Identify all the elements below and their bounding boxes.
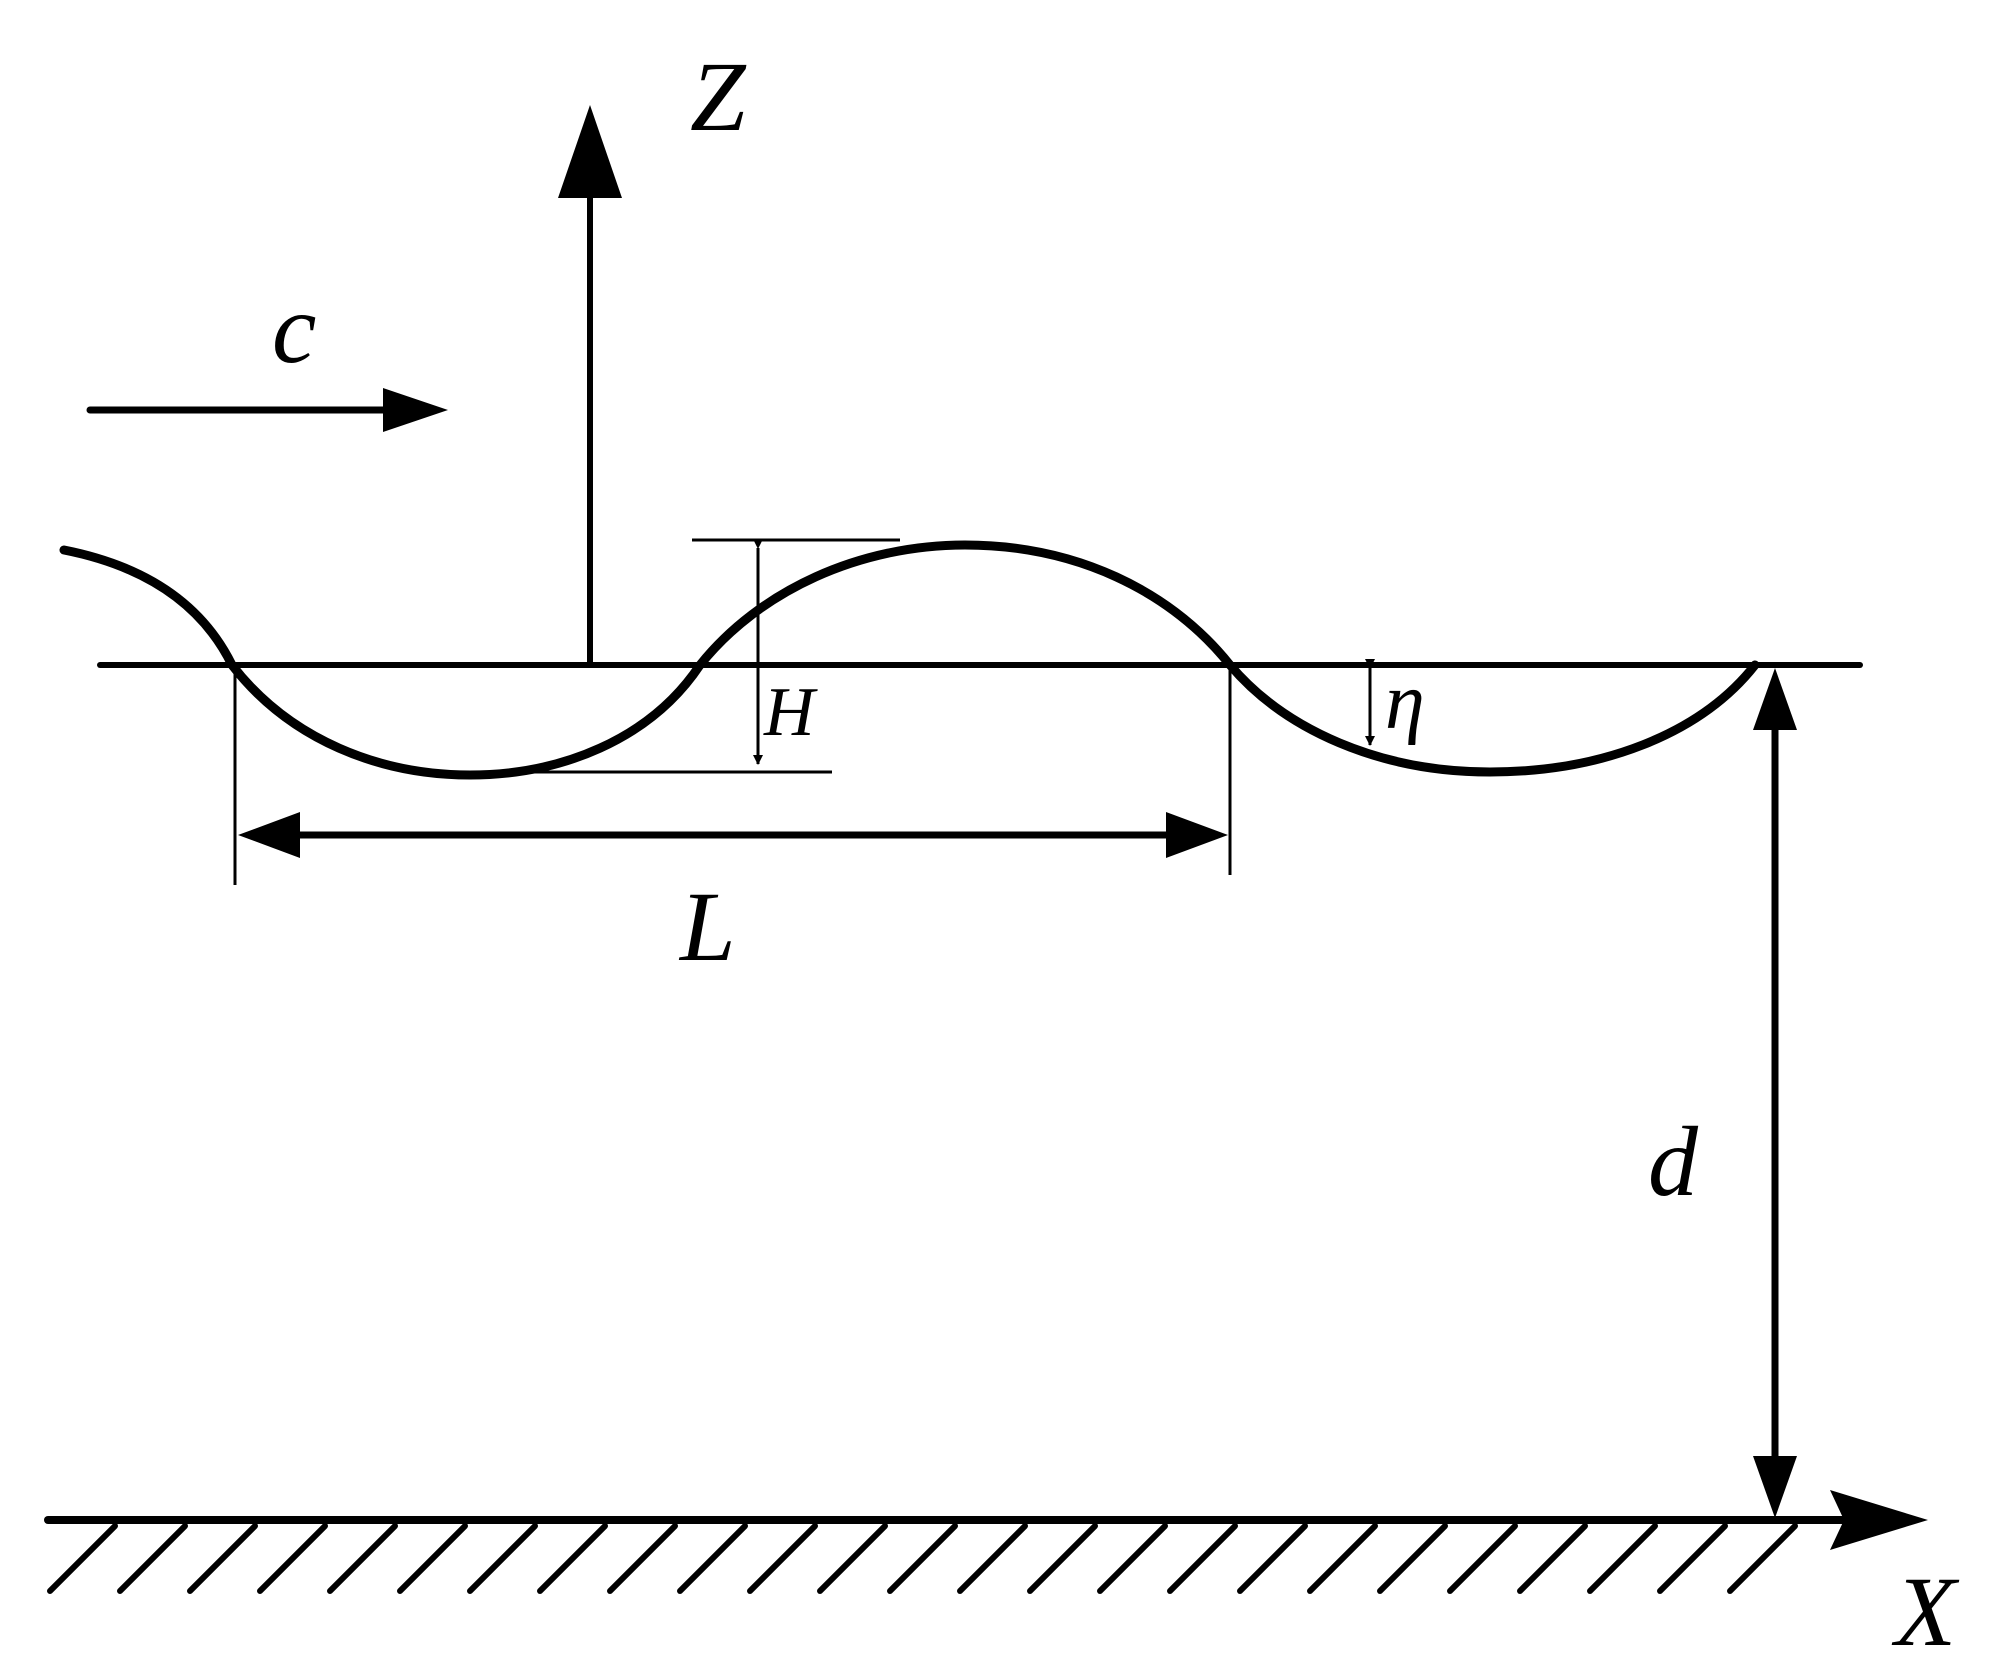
- hatch-mark: [327, 1523, 398, 1594]
- hatch-mark: [537, 1523, 608, 1594]
- hatch-mark: [1447, 1523, 1518, 1594]
- wavelength-arrowhead-right: [1166, 812, 1228, 858]
- hatch-mark: [1237, 1523, 1308, 1594]
- hatch-mark: [1097, 1523, 1168, 1594]
- wave-height-label: H: [763, 674, 818, 751]
- hatch-mark: [1377, 1523, 1448, 1594]
- hatch-mark: [957, 1523, 1028, 1594]
- hatch-mark: [47, 1523, 118, 1594]
- wave-speed-label: c: [272, 273, 316, 384]
- hatch-mark: [677, 1523, 748, 1594]
- hatch-mark: [117, 1523, 188, 1594]
- water-depth-arrowhead-bottom: [1753, 1456, 1797, 1518]
- wavelength-arrowhead-left: [238, 812, 300, 858]
- hatch-mark: [1657, 1523, 1728, 1594]
- water-depth-arrowhead-top: [1753, 668, 1797, 730]
- seabed-hatching: [47, 1523, 1798, 1594]
- hatch-mark: [1307, 1523, 1378, 1594]
- hatch-mark: [257, 1523, 328, 1594]
- hatch-mark: [187, 1523, 258, 1594]
- hatch-mark: [1587, 1523, 1658, 1594]
- hatch-mark: [1167, 1523, 1238, 1594]
- hatch-mark: [397, 1523, 468, 1594]
- z-axis-label: Z: [690, 41, 747, 152]
- hatch-mark: [607, 1523, 678, 1594]
- z-axis-arrowhead: [558, 105, 622, 198]
- x-axis-arrowhead: [1830, 1490, 1928, 1550]
- x-axis-label: X: [1891, 1556, 1960, 1667]
- hatch-mark: [817, 1523, 888, 1594]
- surface-elevation-label: η: [1385, 658, 1425, 746]
- wave-speed-arrowhead: [383, 388, 448, 432]
- water-depth-label: d: [1648, 1106, 1699, 1217]
- hatch-mark: [1027, 1523, 1098, 1594]
- hatch-mark: [467, 1523, 538, 1594]
- hatch-mark: [1727, 1523, 1798, 1594]
- hatch-mark: [1517, 1523, 1588, 1594]
- hatch-mark: [887, 1523, 958, 1594]
- hatch-mark: [747, 1523, 818, 1594]
- wave-profile: [59, 540, 1760, 780]
- wavelength-label: L: [678, 871, 736, 982]
